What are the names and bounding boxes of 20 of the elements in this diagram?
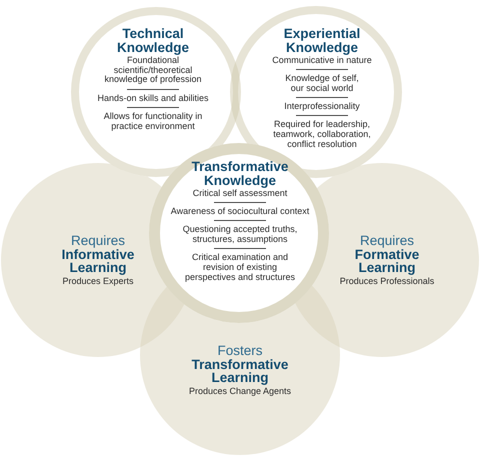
description-text: Critical self assessment — [192, 188, 288, 198]
description-text: Allows for functionality in practice environment — [104, 110, 202, 131]
description-text: Produces Experts — [62, 276, 134, 286]
circle-title: Transformative Knowledge — [192, 159, 288, 188]
description-text: Communicative in nature — [272, 55, 372, 65]
description-text: Critical examination and revision of existing perspectives and structures — [184, 252, 296, 282]
description-text: Knowledge of self, our social world — [285, 73, 359, 93]
description-text: Produces Change Agents — [188, 386, 292, 396]
description-text: Produces Professionals — [340, 276, 434, 286]
circle-title: Requires Formative Learning — [354, 233, 420, 275]
description-text: Interprofessionality — [284, 101, 360, 112]
description-text: Foundational scientific/theoretical knowledge of profession — [104, 55, 202, 84]
circle-title: Requires Informative Learning — [62, 233, 134, 275]
circle-title: Experiential Knowledge — [284, 26, 360, 54]
description-text: Awareness of sociocultural context — [170, 206, 310, 216]
description-text: Hands-on skills and abilities — [97, 92, 209, 103]
description-text: Required for leadership, teamwork, collaboration, conflict resolution — [273, 119, 371, 149]
circle-title: Fosters Transformative Learning — [192, 343, 288, 385]
circle-title: Technical Knowledge — [116, 26, 189, 54]
description-text: Questioning accepted truths, structures, assumptions — [182, 224, 298, 244]
